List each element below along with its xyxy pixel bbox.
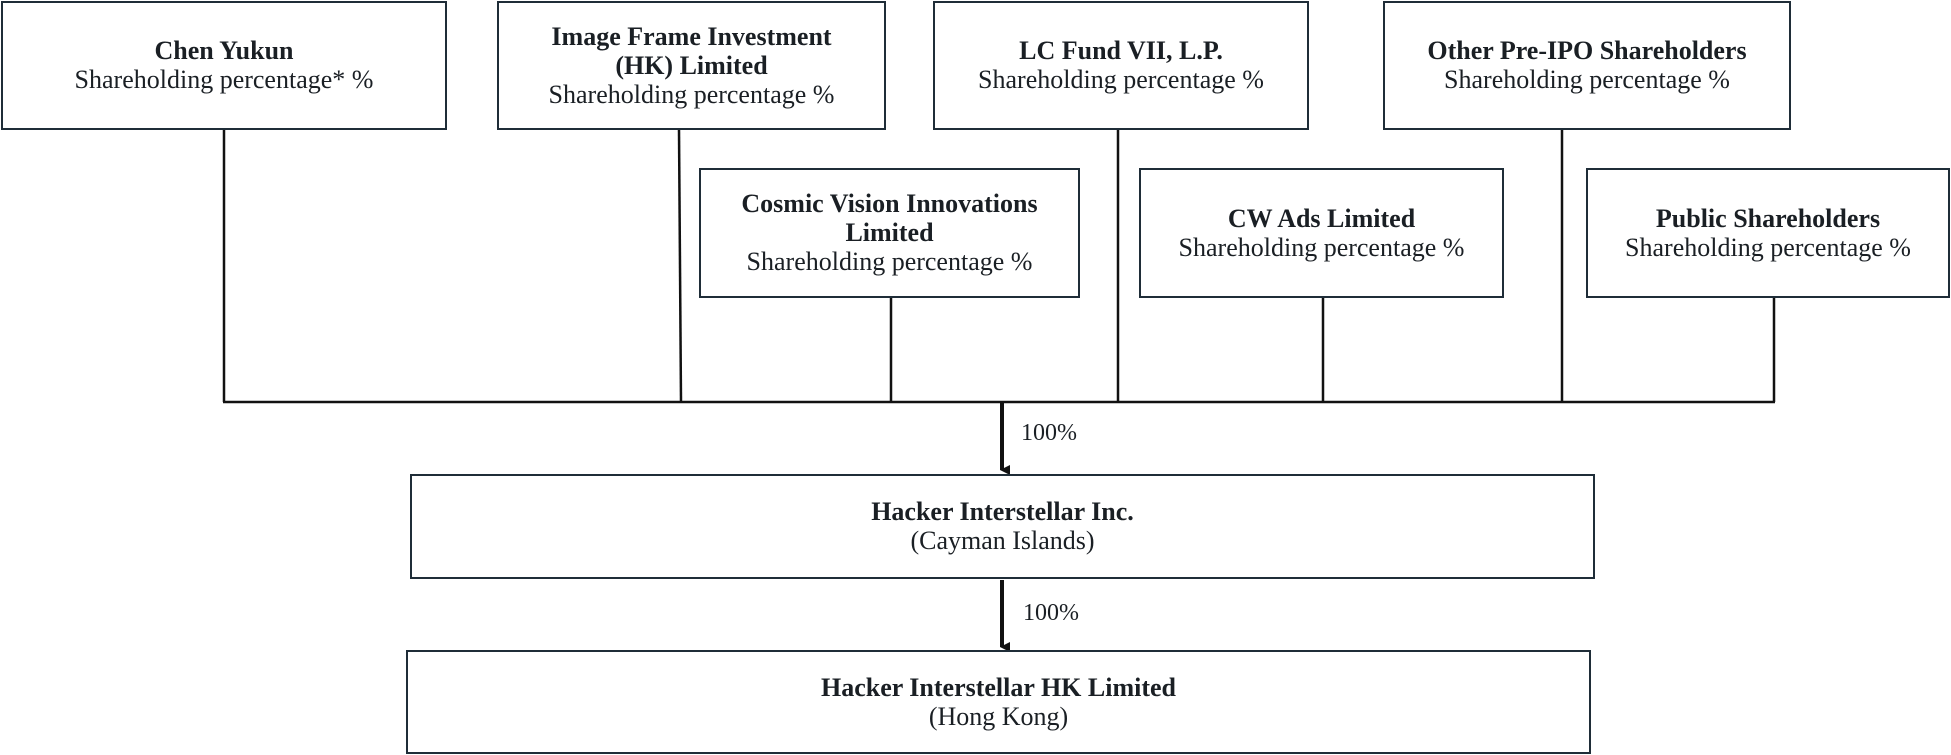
ownership-percentage-label-holding: 100% <box>1021 420 1077 446</box>
ownership-percentage-label-subsidiary: 100% <box>1023 600 1079 626</box>
shareholder-chen-box: Chen Yukun Shareholding percentage* % <box>1 1 447 130</box>
shareholder-name: CW Ads Limited <box>1227 203 1416 233</box>
holding-company-jurisdiction: (Cayman Islands) <box>910 526 1095 555</box>
shareholding-percentage: Shareholding percentage % <box>548 79 835 109</box>
shareholder-name: Public Shareholders <box>1655 203 1881 233</box>
subsidiary-box: Hacker Interstellar HK Limited (Hong Kon… <box>406 650 1591 754</box>
shareholder-cwads-box: CW Ads Limited Shareholding percentage % <box>1139 168 1504 298</box>
shareholder-lcfund-box: LC Fund VII, L.P. Shareholding percentag… <box>933 1 1309 130</box>
connector-imageframe <box>677 129 683 403</box>
holding-company-name: Hacker Interstellar Inc. <box>871 497 1134 526</box>
shareholder-name: Chen Yukun <box>154 36 294 65</box>
shareholding-percentage: Shareholding percentage* % <box>74 65 374 94</box>
shareholder-cosmic-box: Cosmic Vision Innovations Limited Shareh… <box>699 168 1080 298</box>
subsidiary-jurisdiction: (Hong Kong) <box>928 701 1069 731</box>
shareholder-name: Image Frame Investment (HK) Limited <box>551 21 832 80</box>
shareholding-percentage: Shareholding percentage % <box>978 65 1264 94</box>
shareholder-otherpreipo-box: Other Pre-IPO Shareholders Shareholding … <box>1383 1 1791 130</box>
shareholder-imageframe-box: Image Frame Investment (HK) Limited Shar… <box>497 1 886 130</box>
subsidiary-name: Hacker Interstellar HK Limited <box>820 672 1177 702</box>
shareholding-percentage: Shareholding percentage % <box>1444 65 1730 94</box>
shareholder-name: Cosmic Vision Innovations Limited <box>741 189 1038 247</box>
shareholder-name: LC Fund VII, L.P. <box>1019 36 1223 65</box>
shareholding-percentage: Shareholding percentage % <box>1178 232 1465 262</box>
shareholding-percentage: Shareholding percentage % <box>746 247 1033 276</box>
shareholder-public-box: Public Shareholders Shareholding percent… <box>1586 168 1950 298</box>
shareholding-percentage: Shareholding percentage % <box>1625 232 1911 262</box>
shareholder-name: Other Pre-IPO Shareholders <box>1427 36 1747 65</box>
holding-company-box: Hacker Interstellar Inc. (Cayman Islands… <box>410 474 1595 579</box>
